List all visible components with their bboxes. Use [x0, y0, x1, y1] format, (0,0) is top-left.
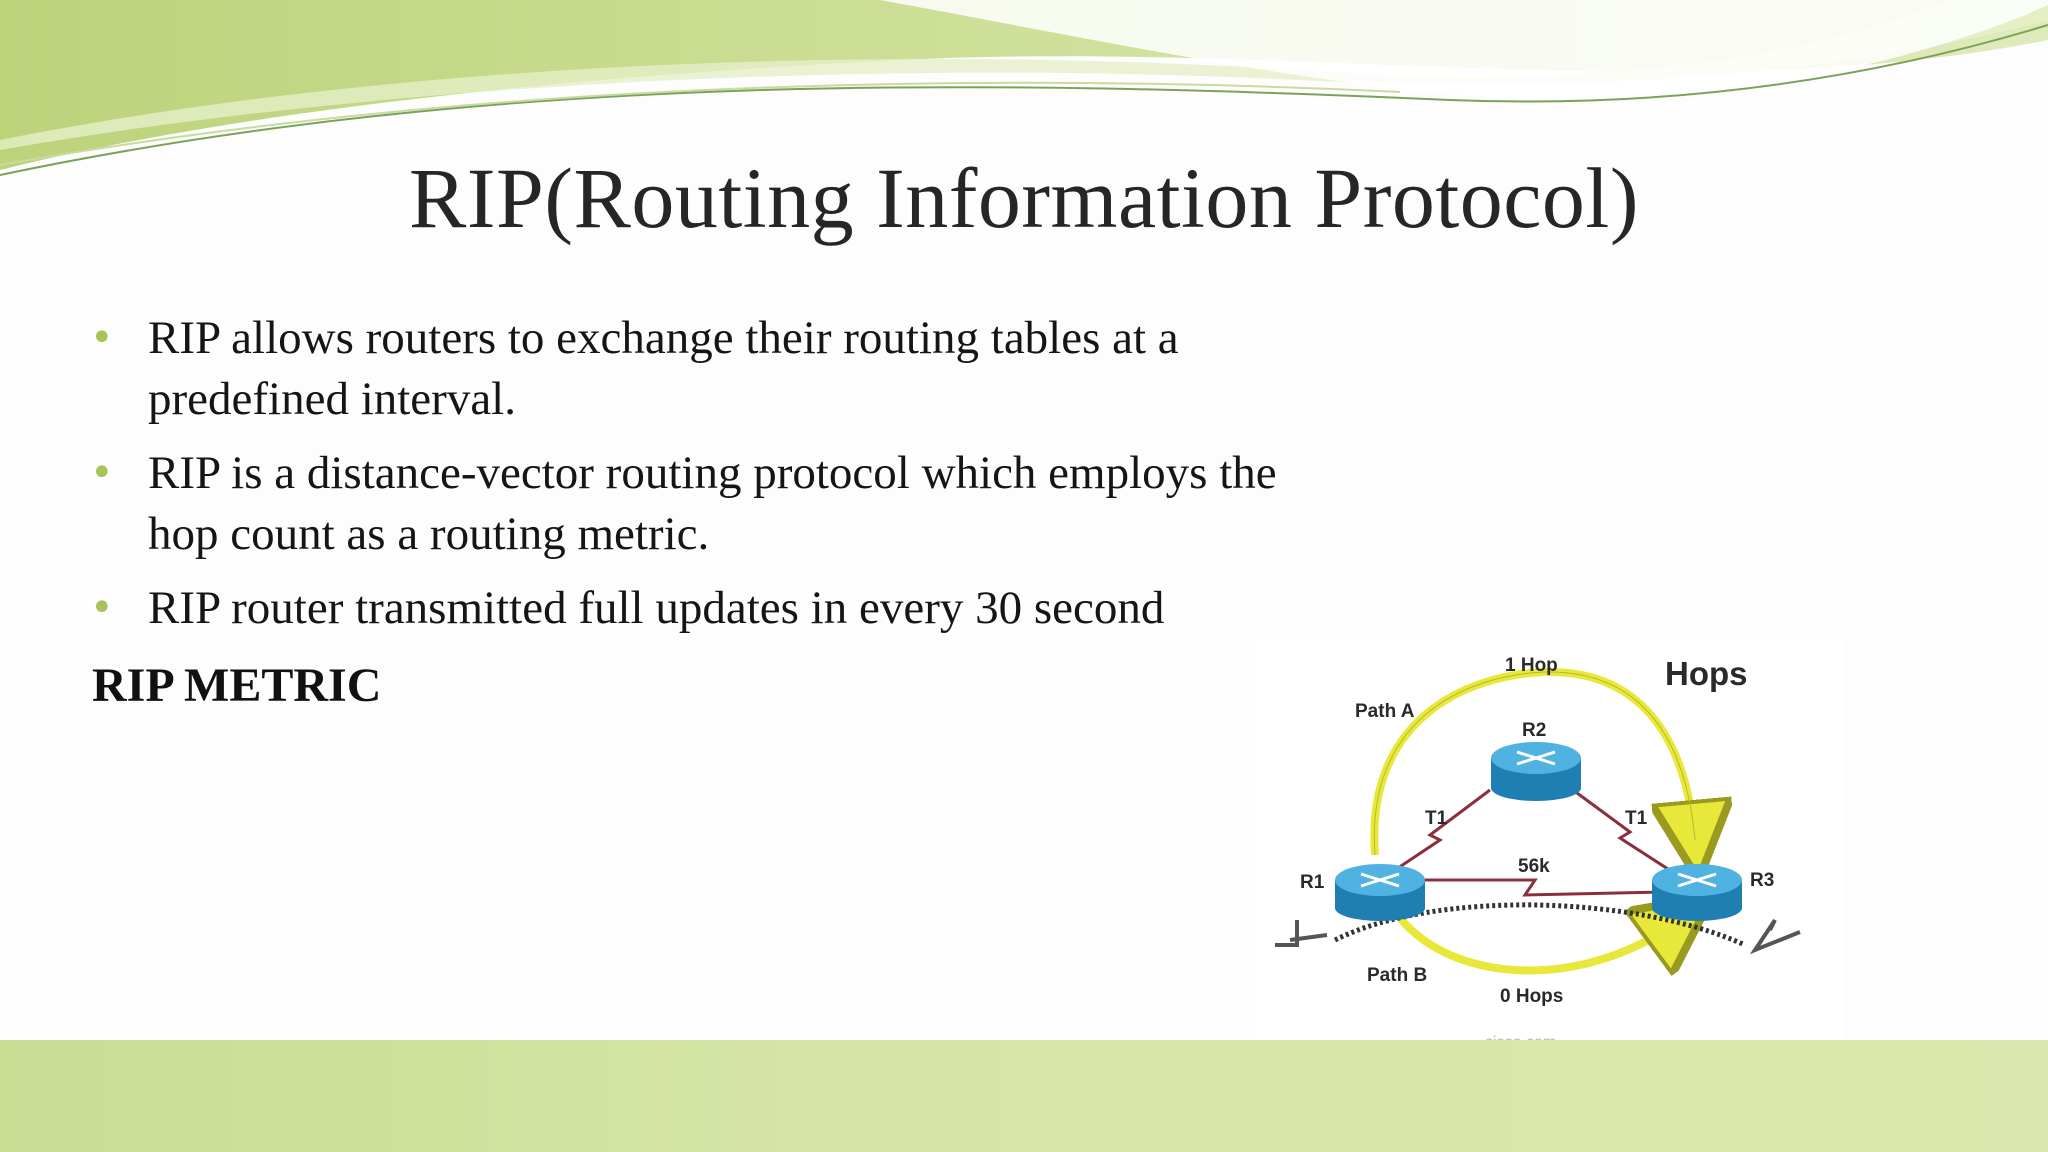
bullet-item: • RIP is a distance-vector routing proto…	[90, 443, 1320, 565]
bullet-list: • RIP allows routers to exchange their r…	[90, 308, 1320, 652]
bullet-text: RIP router transmitted full updates in e…	[148, 582, 1165, 634]
56k-label: 56k	[1518, 856, 1550, 877]
bullet-dot-icon: •	[90, 450, 114, 496]
t1-link-r2-r3	[1572, 788, 1686, 882]
router-r3-icon	[1652, 864, 1742, 921]
bullet-item: • RIP allows routers to exchange their r…	[90, 308, 1320, 430]
t1-link-r1-r2	[1379, 788, 1491, 882]
router-r2-label: R2	[1522, 720, 1547, 741]
bullet-text: RIP allows routers to exchange their rou…	[148, 312, 1179, 425]
top-wave-decoration	[0, 0, 2048, 176]
bullet-text: RIP is a distance-vector routing protoco…	[148, 447, 1277, 560]
rip-metric-heading: RIP METRIC	[92, 659, 382, 712]
path-b-label: Path B	[1367, 965, 1428, 986]
network-diagram-graphic	[1275, 667, 1801, 1050]
path-a-label: Path A	[1355, 701, 1415, 722]
router-r2-icon	[1491, 742, 1581, 801]
bullet-item: • RIP router transmitted full updates in…	[90, 578, 1320, 639]
footer-band	[0, 1040, 2048, 1152]
t1-label-right: T1	[1625, 808, 1648, 829]
56k-link-r1-r3	[1405, 878, 1666, 897]
slide-title: RIP(Routing Information Protocol)	[409, 150, 1639, 246]
hop-label-0: 0 Hops	[1500, 986, 1564, 1007]
router-r1-label: R1	[1300, 872, 1325, 893]
router-r3-label: R3	[1750, 870, 1775, 891]
bullet-dot-icon: •	[90, 585, 114, 631]
rip-hops-diagram: 1 Hop Hops Path A R2 T1 T1 56k R1 R3 Pat…	[1255, 640, 1845, 1051]
bullet-dot-icon: •	[90, 315, 114, 361]
path-b-arrow	[1396, 918, 1680, 970]
hops-heading: Hops	[1665, 655, 1748, 692]
hop-label-1: 1 Hop	[1505, 655, 1558, 676]
router-r1-icon	[1335, 864, 1425, 921]
dotted-cable	[1333, 902, 1747, 948]
t1-label-left: T1	[1425, 808, 1448, 829]
